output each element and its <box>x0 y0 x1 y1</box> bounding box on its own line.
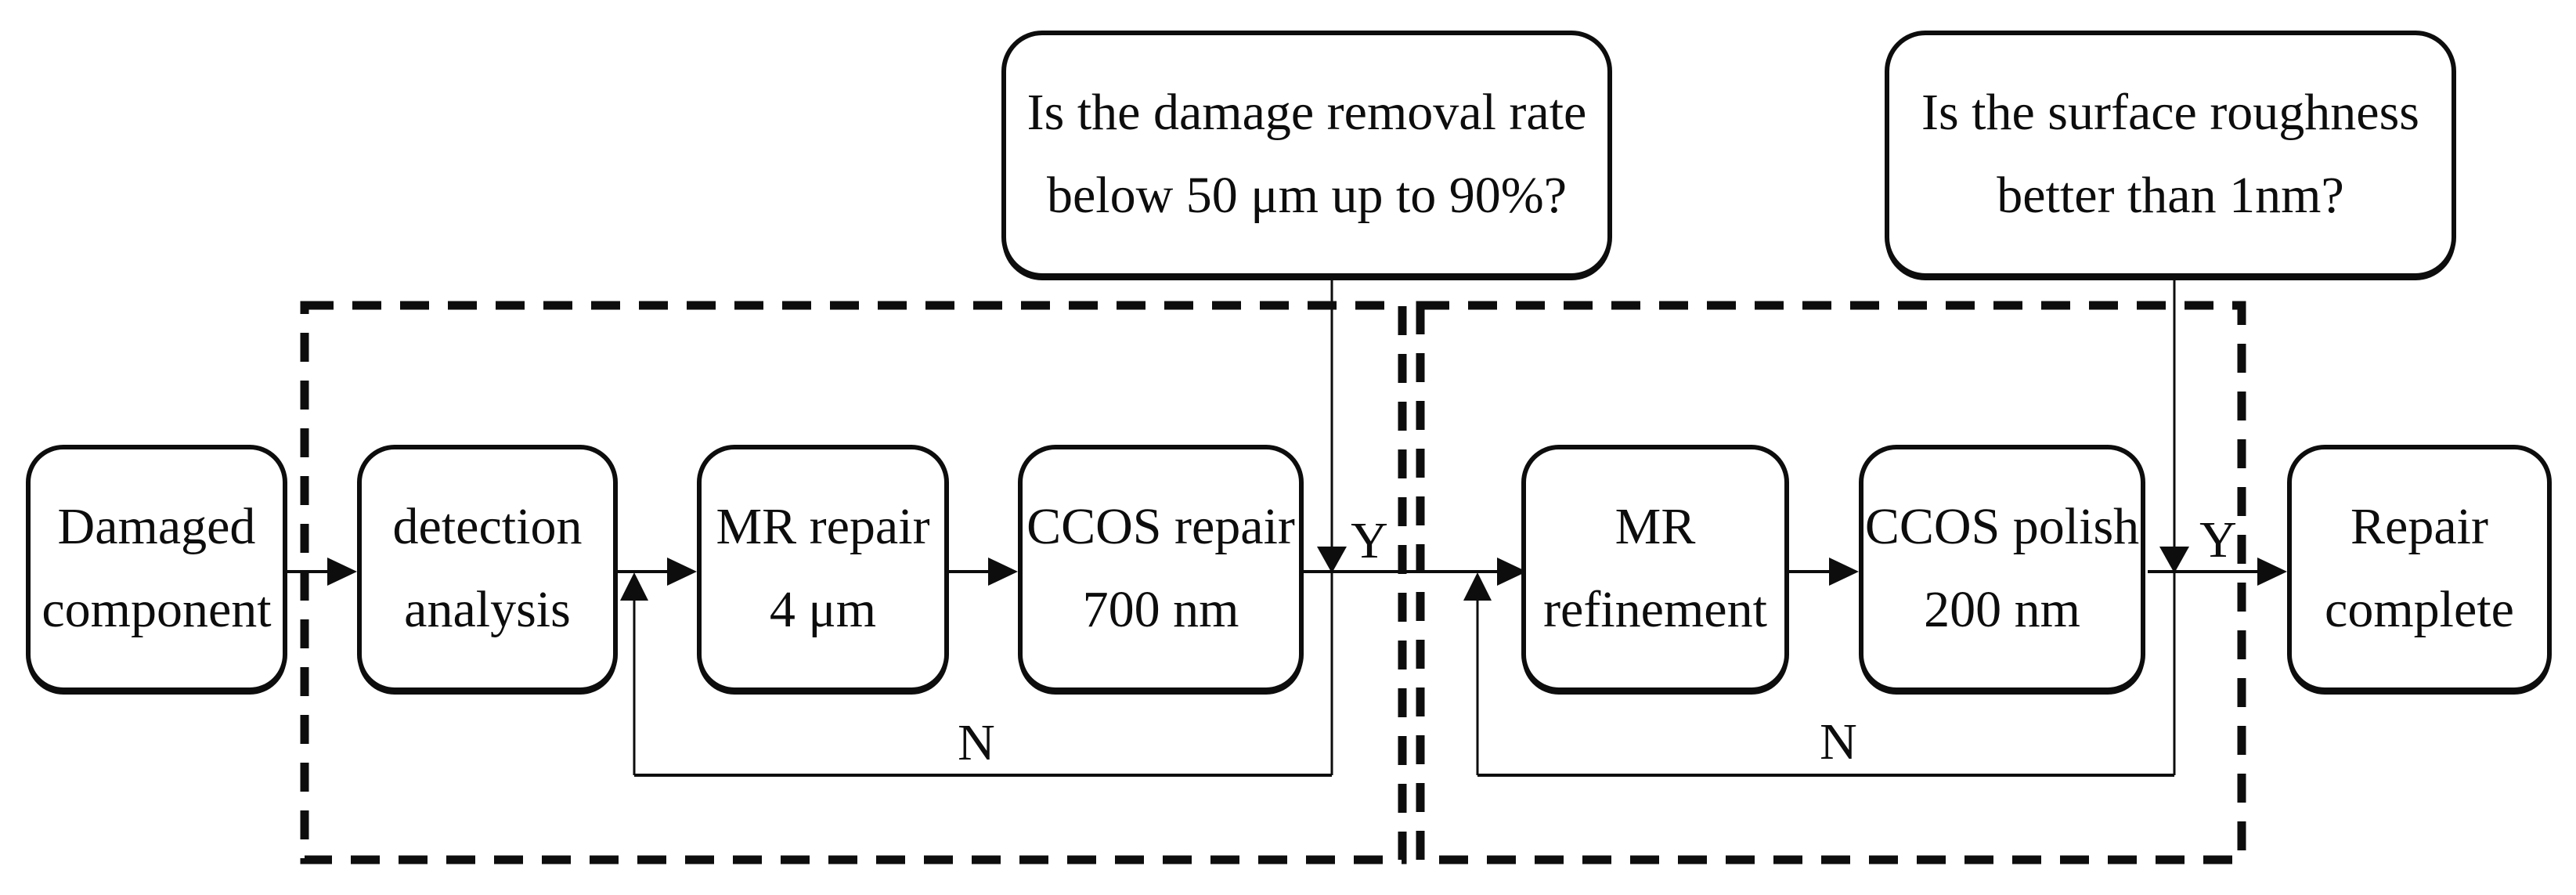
node-text-line: CCOS repair <box>1026 498 1295 555</box>
arrowhead-into-mr-repair <box>667 558 697 586</box>
branch-label-no-stage2: N <box>1820 713 1857 770</box>
node-text-line: MR repair <box>716 498 930 555</box>
node-text-line: 200 nm <box>1924 581 2080 638</box>
arrowhead-loop1-up <box>620 572 648 601</box>
arrowhead-into-detection <box>327 558 357 586</box>
node-text-line: Damaged <box>57 498 256 555</box>
node-text-line: Repair <box>2351 498 2488 555</box>
decision-text-line: Is the damage removal rate <box>1026 84 1587 141</box>
node-text-line: 700 nm <box>1082 581 1239 638</box>
node-text-line: complete <box>2325 581 2514 638</box>
branch-label-no-stage1: N <box>958 714 995 771</box>
arrowhead-into-repair-complete <box>2257 558 2287 586</box>
branch-label-yes-stage1: Y <box>1351 512 1388 569</box>
arrowhead-into-ccos-polish <box>1829 558 1859 586</box>
arrowhead-loop2-up <box>1463 572 1492 601</box>
node-repair-complete: Repair complete <box>2287 445 2552 692</box>
arrowhead-into-ccos-repair <box>988 558 1018 586</box>
node-ccos-polish: CCOS polish 200 nm <box>1859 445 2145 692</box>
node-mr-repair: MR repair 4 μm <box>697 445 949 692</box>
decision-damage-removal-rate: Is the damage removal rate below 50 μm u… <box>1001 31 1612 278</box>
decision-text-line: Is the surface roughness <box>1921 84 2419 141</box>
arrowhead-into-mr-refinement <box>1497 558 1527 586</box>
node-text-line: analysis <box>404 581 571 638</box>
node-detection-analysis: detection analysis <box>357 445 618 692</box>
node-ccos-repair: CCOS repair 700 nm <box>1018 445 1304 692</box>
node-text-line: refinement <box>1543 581 1767 638</box>
node-text-line: detection <box>392 498 583 555</box>
stage2-dashed-border <box>1416 301 2246 864</box>
arrowhead-decision2-down <box>2159 547 2189 573</box>
node-mr-refinement: MR refinement <box>1521 445 1789 692</box>
node-text-line: MR <box>1615 498 1696 555</box>
node-text-line: component <box>41 581 272 638</box>
stage1-dashed-border <box>300 301 1407 864</box>
decision-text-line: below 50 μm up to 90%? <box>1046 167 1568 224</box>
node-text-line: CCOS polish <box>1864 498 2140 555</box>
decision-surface-roughness: Is the surface roughness better than 1nm… <box>1885 31 2456 278</box>
node-text-line: 4 μm <box>769 581 877 638</box>
arrowhead-decision1-down <box>1317 547 1347 573</box>
node-damaged-component: Damaged component <box>26 445 287 692</box>
branch-label-yes-stage2: Y <box>2199 511 2237 568</box>
decision-text-line: better than 1nm? <box>1997 167 2344 224</box>
